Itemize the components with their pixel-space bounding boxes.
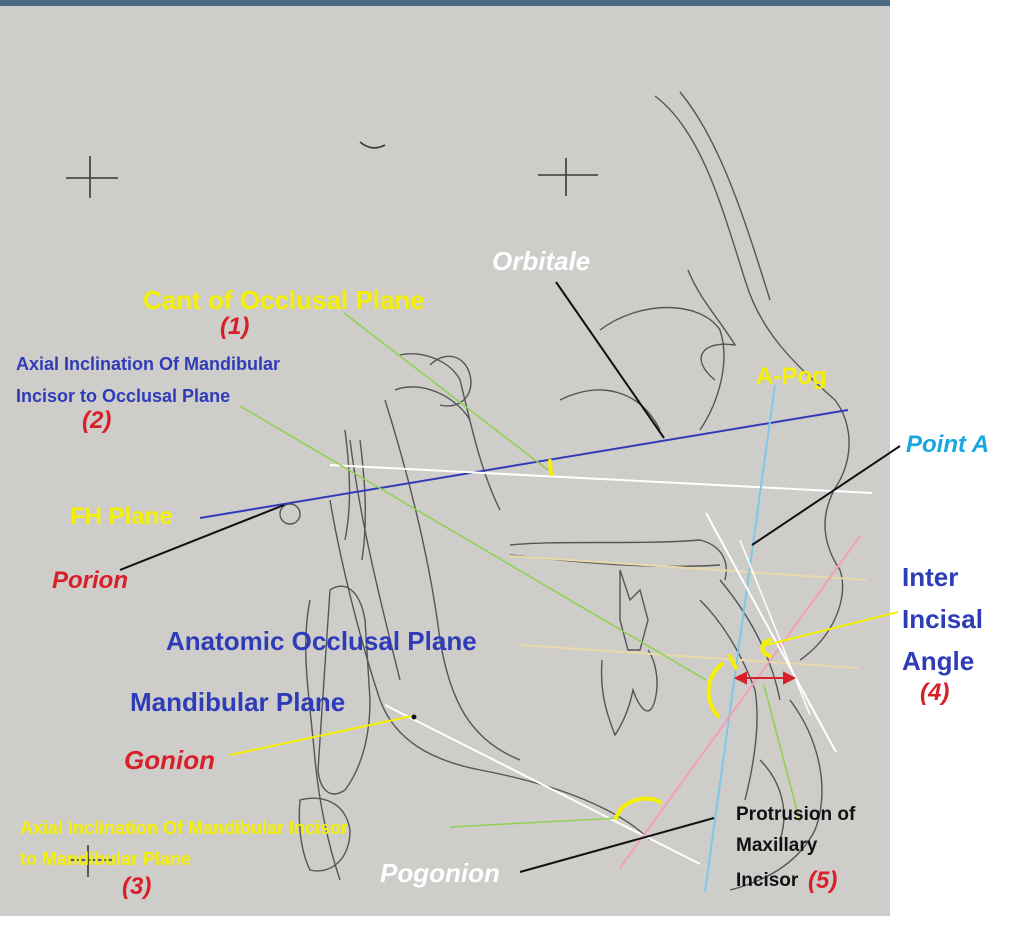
axial-mand-label-line2: to Mandibular Plane — [20, 849, 191, 869]
cant-title-label: Cant of Occlusal Plane — [143, 285, 425, 315]
reference-lines — [199, 384, 873, 893]
inter-incisal-label-line3: Angle — [902, 646, 974, 676]
orbitale-leader — [555, 281, 665, 439]
inter-incisal-label-line1: Inter — [902, 562, 958, 592]
small-yellow-tick — [728, 654, 738, 670]
cant-angle-arc — [548, 459, 553, 476]
porion-label: Porion — [52, 567, 128, 594]
inter-incisal-number-label: (4) — [920, 679, 949, 706]
axial-mand-angle-arc — [614, 796, 662, 820]
incisor-axis-pink-line — [619, 535, 861, 869]
inter-incisal-angle-arc — [760, 638, 772, 658]
fh-plane-label: FH Plane — [70, 503, 173, 530]
angle-markers — [548, 459, 772, 820]
axial-occ-leader — [239, 405, 707, 681]
gonion-leader — [229, 715, 413, 756]
registration-marks — [66, 141, 598, 877]
cant-number-label: (1) — [220, 313, 249, 340]
fh-plane-line — [199, 409, 849, 519]
protrusion-leader — [763, 684, 801, 823]
cant-leader — [343, 312, 549, 471]
paper-background — [0, 0, 890, 916]
maxillary-incisor-axis-line — [705, 512, 837, 753]
protrusion-number-label: (5) — [808, 867, 837, 894]
a-pog-line — [704, 384, 776, 893]
anatomic-occlusal-plane-line — [519, 644, 859, 669]
sn-white-line — [329, 464, 873, 494]
porion-leader — [119, 504, 285, 571]
point-a-leader — [751, 445, 901, 546]
pogonion-label: Pogonion — [380, 858, 500, 888]
axial-mand-label-line1: Axial Inclination Of Mandibular Incisor — [20, 818, 348, 838]
axial-occ-label-line2: Incisor to Occlusal Plane — [16, 386, 230, 406]
top-edge-strip — [0, 0, 890, 6]
palatal-plane-line — [509, 555, 867, 581]
point-a-label: Point A — [906, 431, 989, 458]
pogonion-leader — [519, 817, 715, 873]
anatomic-occlusal-plane-label: Anatomic Occlusal Plane — [166, 626, 477, 656]
a-pog-label: A-Pog — [756, 363, 827, 390]
axial-mand-number-label: (3) — [122, 873, 151, 900]
lower-incisor-axis-line — [739, 539, 811, 716]
pencil-tracing — [279, 91, 850, 891]
labels: Orbitale Cant of Occlusal Plane (1) Axia… — [16, 246, 989, 900]
protrusion-arrow — [733, 671, 797, 685]
gonion-label: Gonion — [124, 745, 215, 775]
inter-incisal-leader — [765, 611, 899, 646]
axial-mand-leader — [449, 817, 621, 828]
protrusion-label-line1: Protrusion of — [736, 804, 856, 825]
gonion-point — [411, 714, 417, 720]
protrusion-label-line2: Maxillary — [736, 835, 818, 856]
orbitale-label: Orbitale — [492, 246, 590, 276]
inter-incisal-label-line2: Incisal — [902, 604, 983, 634]
mandibular-plane-label: Mandibular Plane — [130, 687, 345, 717]
axial-occ-angle-arc — [706, 662, 724, 718]
leader-lines — [119, 281, 901, 873]
axial-occ-label-line1: Axial Inclination Of Mandibular — [16, 354, 280, 374]
protrusion-label-line3: Incisor — [736, 870, 799, 891]
axial-occ-number-label: (2) — [82, 407, 111, 434]
